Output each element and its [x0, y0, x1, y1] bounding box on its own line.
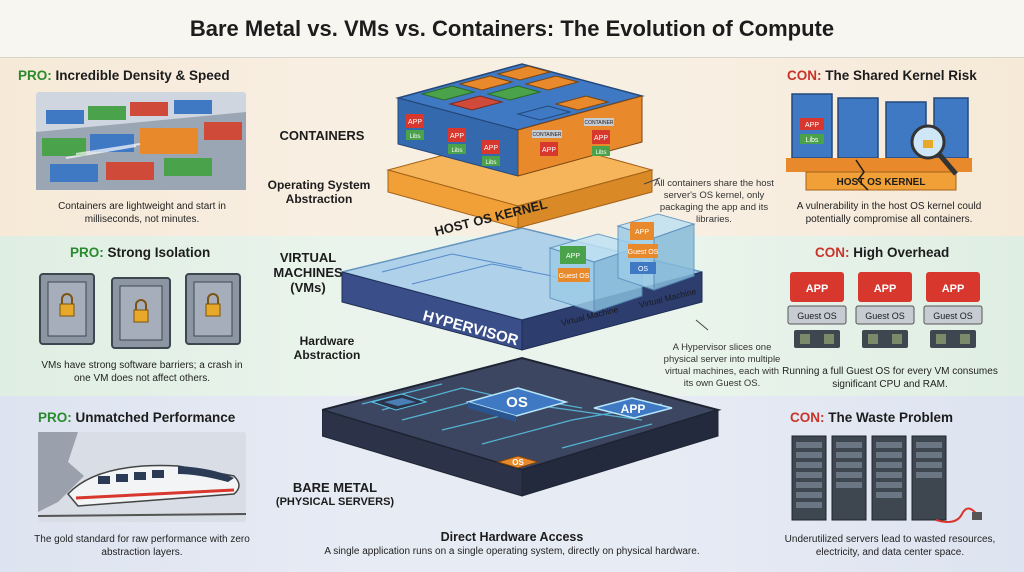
ctr3-app-label: APP: [484, 145, 498, 152]
vm-stack-2: APP Guest OS: [855, 272, 915, 348]
safe-2: [111, 277, 171, 349]
vm-stack-3: APP Guest OS: [923, 272, 983, 348]
overhead-app-1: APP: [806, 283, 829, 295]
ctr4-label: CONTAINER: [532, 132, 561, 138]
vm1-guest-label: Guest OS: [559, 273, 590, 280]
ctr4-app-label: APP: [542, 147, 556, 154]
overhead-guest-2: Guest OS: [865, 311, 905, 321]
bare-metal-con-title: CON: The Waste Problem: [790, 410, 953, 425]
annotation-leaders: [643, 177, 709, 331]
safe-1: [39, 273, 95, 345]
speed-lines: [65, 143, 141, 159]
chip-os-label: OS: [506, 394, 528, 411]
safe-3: [185, 273, 241, 345]
page-title: Bare Metal vs. VMs vs. Containers: The E…: [0, 0, 1024, 58]
vm2-app-label: APP: [635, 229, 649, 236]
chip-app-label: APP: [621, 402, 646, 416]
kernel-app-label: APP: [805, 122, 819, 129]
bare-metal-pro-prefix: PRO:: [38, 410, 72, 425]
vms-con-prefix: CON:: [815, 245, 850, 260]
chip-app: APP: [593, 397, 673, 419]
bare-metal-con-text: The Waste Problem: [828, 410, 954, 425]
bare-metal-con-caption: Underutilized servers lead to wasted res…: [784, 534, 996, 558]
container-stack: APP Libs APP Libs APP Libs CONTAINER APP…: [395, 63, 645, 177]
isolation-safes-illustration: [39, 273, 241, 349]
train-windows: [98, 470, 164, 484]
overhead-app-2: APP: [874, 283, 897, 295]
containers-note: All containers share the host server's O…: [654, 178, 774, 225]
vm-stack-1: APP Guest OS: [787, 272, 847, 348]
server-racks-illustration: [791, 435, 982, 523]
vms-layer-label-3: (VMs): [290, 280, 326, 295]
overhead-app-3: APP: [942, 283, 965, 295]
bare-metal-server: OS APP OS: [322, 356, 722, 497]
bullet-train-illustration: [38, 432, 246, 522]
containers-pro-title: PRO: Incredible Density & Speed: [18, 68, 230, 83]
rack-3: [871, 435, 907, 521]
shared-kernel-illustration: APP Libs HOST OS KERNEL: [786, 93, 972, 191]
bare-metal-con-prefix: CON:: [790, 410, 825, 425]
hardware-abstraction-label: Hardware Abstraction: [293, 334, 361, 362]
bare-metal-layer-label: BARE METAL (PHYSICAL SERVERS): [262, 480, 408, 510]
top-container-grid: [420, 65, 610, 121]
kernel-bar-label: HOST OS KERNEL: [837, 177, 926, 188]
chip-os-small: OS: [496, 455, 540, 469]
vm2-os-label: OS: [638, 266, 648, 273]
chip-os-small-label: OS: [512, 458, 524, 467]
vms-layer-label-2: MACHINES: [273, 265, 343, 280]
containers-con-prefix: CON:: [787, 68, 822, 83]
overhead-guest-3: Guest OS: [933, 311, 973, 321]
container-front-right: CONTAINER APP CONTAINER APP Libs: [532, 118, 614, 156]
ctr5-app-label: APP: [594, 135, 608, 142]
rack-2: [831, 435, 867, 521]
container-ships-illustration: [36, 92, 246, 190]
vms-pro-title: PRO: Strong Isolation: [70, 245, 210, 260]
rack-1: [791, 435, 827, 521]
ctr5-libs-label: Libs: [595, 150, 606, 156]
chip-os-main: OS: [465, 387, 569, 422]
overhead-guest-1: Guest OS: [797, 311, 837, 321]
containers-con-text: The Shared Kernel Risk: [825, 68, 977, 83]
direct-access-title: Direct Hardware Access: [440, 530, 584, 544]
os-abstraction-label: Operating System Abstraction: [267, 178, 371, 206]
containers-pro-text: Incredible Density & Speed: [55, 68, 230, 83]
vms-con-text: High Overhead: [853, 245, 950, 260]
ctr3-libs-label: Libs: [485, 160, 496, 166]
vms-layer-label-1: VIRTUAL: [279, 250, 337, 265]
vms-pro-prefix: PRO:: [70, 245, 104, 260]
ctr2-libs-label: Libs: [451, 148, 462, 154]
rack-4: [911, 435, 947, 521]
containers-pro-prefix: PRO:: [18, 68, 52, 83]
vms-note: A Hypervisor slices one physical server …: [663, 342, 781, 389]
containers-con-title: CON: The Shared Kernel Risk: [787, 68, 977, 83]
vms-con-caption: Running a full Guest OS for every VM con…: [782, 366, 998, 390]
containers-pro-caption: Containers are lightweight and start in …: [58, 201, 226, 225]
ctr5-label: CONTAINER: [584, 120, 613, 126]
chip-left: [370, 393, 428, 411]
container-yard: [42, 100, 242, 182]
vms-layer-label: VIRTUAL MACHINES (VMs): [258, 250, 358, 295]
ctr1-libs-label: Libs: [409, 134, 420, 140]
container-front-left: APP Libs APP Libs APP Libs: [406, 114, 500, 166]
bare-metal-layer-label-2: (PHYSICAL SERVERS): [275, 496, 395, 508]
direct-access-caption: A single application runs on a single op…: [324, 546, 700, 557]
overhead-illustration: APP Guest OS APP Guest OS APP Guest OS: [787, 272, 983, 348]
ctr1-app-label: APP: [408, 119, 422, 126]
vm2-guest-label: Guest OS: [628, 249, 659, 256]
bare-metal-pro-caption: The gold standard for raw performance wi…: [34, 534, 250, 558]
bare-metal-pro-text: Unmatched Performance: [75, 410, 236, 425]
vms-pro-caption: VMs have strong software barriers; a cra…: [41, 360, 243, 384]
bare-metal-pro-title: PRO: Unmatched Performance: [38, 410, 235, 425]
vms-con-title: CON: High Overhead: [815, 245, 949, 260]
bare-metal-layer-label-1: BARE METAL: [292, 480, 378, 495]
vms-pro-text: Strong Isolation: [107, 245, 211, 260]
kernel-libs-label: Libs: [806, 137, 819, 144]
containers-con-caption: A vulnerability in the host OS kernel co…: [796, 201, 982, 225]
central-stack-diagram: OS APP OS HYPERVISOR APP Guest OS Virtua…: [322, 63, 722, 497]
ctr2-app-label: APP: [450, 133, 464, 140]
vm1-app-label: APP: [566, 253, 580, 260]
containers-layer-label: CONTAINERS: [279, 128, 365, 143]
